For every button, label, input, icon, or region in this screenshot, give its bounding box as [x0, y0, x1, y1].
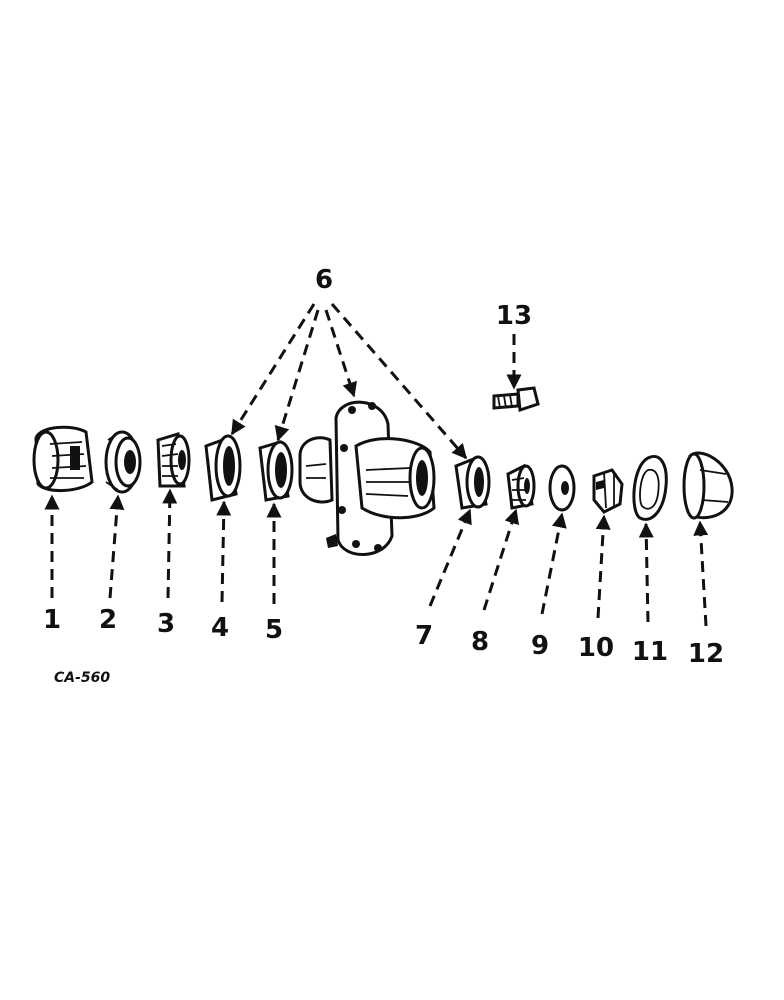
leader-6c [324, 309, 357, 398]
leader-6d [330, 303, 468, 460]
callout-2: 2 [99, 605, 117, 635]
figure-code: CA-560 [54, 670, 110, 686]
leader-2 [108, 494, 125, 599]
part-2-seal [104, 430, 142, 494]
callout-3: 3 [157, 609, 175, 639]
part-11-gasket [632, 455, 668, 521]
callout-9: 9 [531, 631, 549, 661]
leader-12 [693, 520, 709, 627]
part-1-shield [32, 425, 94, 492]
callout-13: 13 [496, 301, 532, 331]
leader-6b [274, 309, 320, 442]
leader-7 [428, 508, 472, 607]
part-6-hub [298, 400, 436, 556]
part-4-bearing-cup [204, 434, 242, 502]
part-3-bearing-cone [156, 432, 191, 488]
part-8-bearing-cone [506, 463, 536, 510]
leader-8 [482, 508, 520, 611]
part-13-bolt [492, 386, 540, 413]
callout-5: 5 [265, 615, 283, 645]
leader-4 [216, 500, 232, 603]
callout-7: 7 [415, 621, 433, 651]
leader-11 [638, 522, 654, 623]
leader-10 [595, 514, 611, 619]
part-9-washer [548, 464, 576, 512]
callout-1: 1 [43, 605, 61, 635]
callout-10: 10 [578, 633, 614, 663]
part-5-bearing-cup [258, 440, 294, 502]
callout-4: 4 [211, 613, 229, 643]
leader-lines [44, 303, 709, 627]
part-10-nut [592, 468, 624, 514]
callout-11: 11 [632, 637, 668, 667]
callout-6: 6 [315, 265, 333, 295]
part-12-hub-cap [682, 451, 734, 520]
callout-8: 8 [471, 627, 489, 657]
part-7-bearing-cup [454, 455, 491, 510]
leader-9 [540, 512, 567, 615]
callout-12: 12 [688, 639, 724, 669]
callout-labels: 1 2 3 4 5 6 7 8 9 10 11 12 13 [43, 265, 724, 669]
leader-6a [230, 303, 316, 436]
leader-3 [162, 488, 178, 599]
